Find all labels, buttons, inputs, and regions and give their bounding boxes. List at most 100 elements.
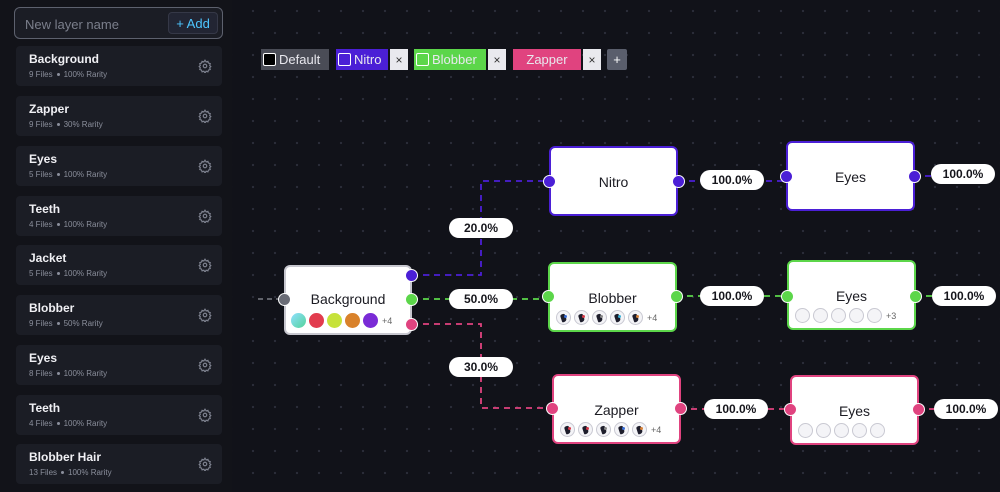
swatch	[327, 313, 342, 328]
input-port[interactable]	[780, 170, 793, 183]
edge-label-blobber-eyes-out[interactable]: 100.0%	[932, 286, 996, 306]
gear-icon[interactable]	[198, 109, 212, 123]
close-icon[interactable]: ×	[488, 49, 506, 70]
gear-icon[interactable]	[198, 209, 212, 223]
input-port[interactable]	[546, 402, 559, 415]
thumbnail	[813, 308, 828, 323]
output-port[interactable]	[672, 175, 685, 188]
new-layer-input[interactable]	[25, 15, 165, 33]
edge-label-blobber-eyes[interactable]: 100.0%	[700, 286, 764, 306]
tag-label: Nitro	[354, 52, 382, 67]
node-thumbnails	[798, 423, 885, 438]
gear-icon[interactable]	[198, 159, 212, 173]
close-icon[interactable]: ×	[583, 49, 601, 70]
edge-label-nitro-eyes-out[interactable]: 100.0%	[931, 164, 995, 184]
new-layer-field: + Add	[14, 7, 223, 39]
tag-swatch	[338, 53, 351, 66]
edge-label-zapper-eyes[interactable]: 100.0%	[704, 399, 768, 419]
output-port-nitro[interactable]	[405, 269, 418, 282]
thumbnail	[632, 422, 647, 437]
swatch	[291, 313, 306, 328]
node-title: Blobber	[588, 290, 637, 306]
edge-label-nitro-eyes[interactable]: 100.0%	[700, 170, 764, 190]
node-nitro[interactable]: Nitro	[549, 146, 678, 216]
gear-icon[interactable]	[198, 59, 212, 73]
node-thumbnails: +3	[795, 308, 896, 323]
thumbnail	[610, 310, 625, 325]
node-zapper-eyes[interactable]: Eyes	[790, 375, 919, 445]
edge-label-zapper[interactable]: 30.0%	[449, 357, 513, 377]
node-title: Eyes	[834, 169, 867, 185]
gear-icon[interactable]	[198, 408, 212, 422]
output-port-blobber[interactable]	[405, 293, 418, 306]
node-blobber-eyes[interactable]: Eyes +3	[787, 260, 916, 330]
node-blobber[interactable]: Blobber +4	[548, 262, 677, 332]
edge-label-nitro[interactable]: 20.0%	[449, 218, 513, 238]
thumbnail	[831, 308, 846, 323]
layer-name: Blobber Hair	[29, 450, 102, 464]
layer-name: Blobber	[29, 301, 75, 315]
output-port[interactable]	[670, 290, 683, 303]
tag-nitro[interactable]: Nitro	[336, 49, 388, 70]
edge-label-zapper-eyes-out[interactable]: 100.0%	[934, 399, 998, 419]
tag-blobber[interactable]: Blobber	[414, 49, 486, 70]
input-port[interactable]	[542, 290, 555, 303]
input-port[interactable]	[781, 290, 794, 303]
gear-icon[interactable]	[198, 308, 212, 322]
tag-swatch	[263, 53, 276, 66]
input-port[interactable]	[543, 175, 556, 188]
output-port[interactable]	[674, 402, 687, 415]
thumbnail	[592, 310, 607, 325]
edge-label-blobber[interactable]: 50.0%	[449, 289, 513, 309]
more-count: +3	[886, 310, 897, 321]
thumbnail	[849, 308, 864, 323]
thumbnail	[798, 423, 813, 438]
node-zapper[interactable]: Zapper +4	[552, 374, 681, 444]
swatch	[345, 313, 360, 328]
node-thumbnails: +4	[560, 422, 661, 437]
gear-icon[interactable]	[198, 358, 212, 372]
output-port[interactable]	[908, 170, 921, 183]
thumbnail	[834, 423, 849, 438]
tag-label: Default	[279, 52, 321, 67]
node-nitro-eyes[interactable]: Eyes	[786, 141, 915, 211]
input-port[interactable]	[784, 403, 797, 416]
output-port-zapper[interactable]	[405, 318, 418, 331]
node-title: Nitro	[598, 174, 629, 190]
gear-icon[interactable]	[198, 457, 212, 471]
swatch	[309, 313, 324, 328]
node-title: Zapper	[594, 402, 639, 418]
more-count: +4	[651, 424, 662, 435]
node-background[interactable]: Background +4	[284, 265, 412, 335]
node-title: Background	[310, 291, 386, 307]
plus-icon[interactable]: +	[607, 49, 627, 70]
tag-zapper[interactable]: Zapper	[513, 49, 581, 70]
tag-default[interactable]: Default	[261, 49, 329, 70]
thumbnail	[556, 310, 571, 325]
output-port[interactable]	[909, 290, 922, 303]
output-port[interactable]	[912, 403, 925, 416]
swatch	[363, 313, 378, 328]
gear-icon[interactable]	[198, 258, 212, 272]
add-layer-button[interactable]: + Add	[168, 12, 218, 34]
input-port[interactable]	[278, 293, 291, 306]
layer-name: Jacket	[29, 251, 67, 265]
close-icon[interactable]: ×	[390, 49, 408, 70]
thumbnail	[816, 423, 831, 438]
